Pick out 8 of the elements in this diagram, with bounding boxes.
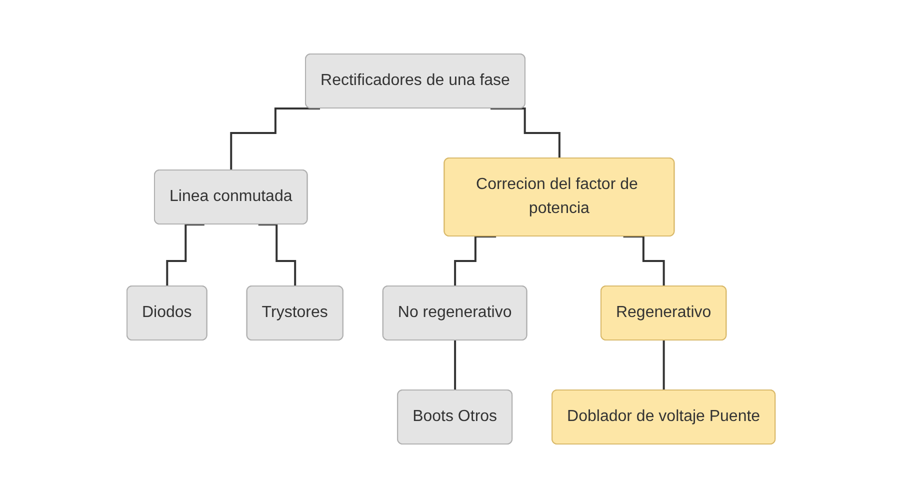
connector (623, 236, 665, 288)
connector (230, 108, 320, 172)
connector (490, 108, 561, 160)
connector (166, 224, 204, 288)
connector (454, 340, 456, 392)
connector (258, 224, 296, 288)
connector (454, 236, 496, 288)
connector (662, 340, 665, 392)
